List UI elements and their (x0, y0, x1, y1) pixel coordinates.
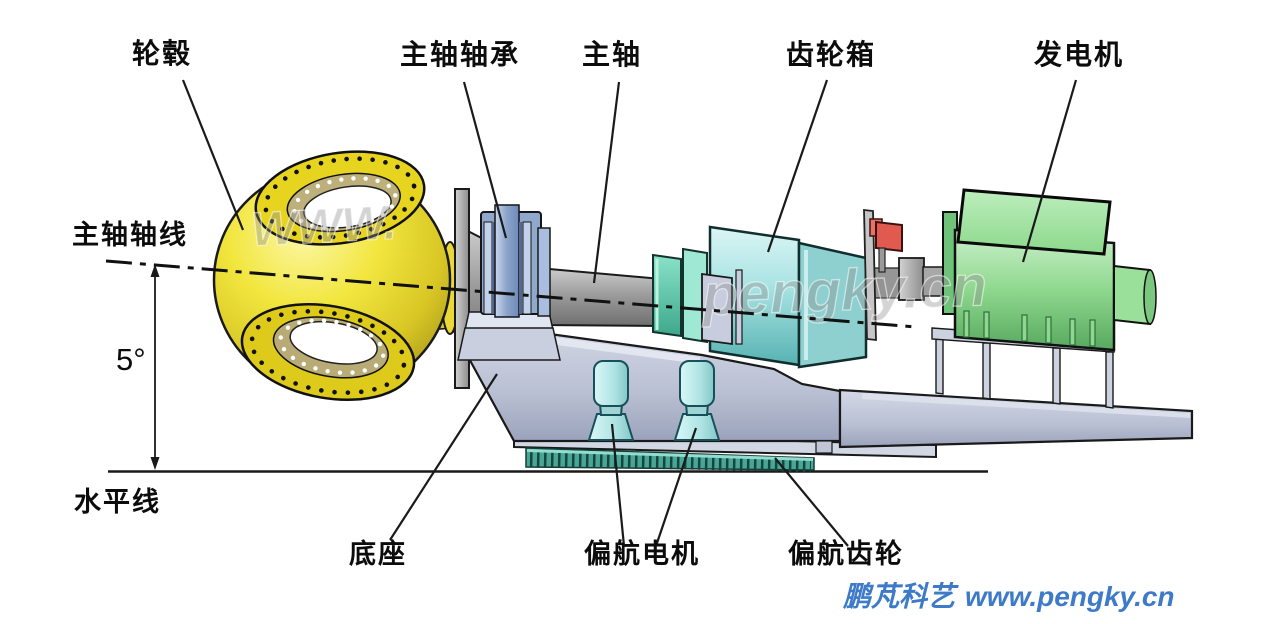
yaw-gear-label: 偏航齿轮 (788, 539, 904, 569)
brake-disc (863, 208, 877, 342)
site-watermark-brand: 鹏芃科艺 (843, 581, 956, 612)
main-shaft-label: 主轴 (582, 39, 643, 70)
leader-lines (181, 79, 1078, 547)
yaw-motor-left-illustration (587, 360, 635, 441)
site-watermark-url: www.pengky.cn (965, 581, 1175, 612)
main-bearing-illustration (457, 204, 561, 361)
gearbox-label: 齿轮箱 (786, 39, 877, 70)
base-label: 底座 (349, 539, 407, 569)
yaw-motor-right-illustration (673, 360, 721, 441)
tilt-angle-label: 5° (116, 342, 146, 377)
main-bearing-label: 主轴轴承 (400, 39, 521, 70)
hub-label: 轮毂 (132, 38, 193, 69)
embedded-watermark-site: pengky.cn (699, 253, 988, 328)
hub-illustration (212, 150, 470, 402)
coupling (898, 257, 925, 301)
yaw-gear-illustration (525, 447, 815, 472)
horizontal-line-label: 水平线 (74, 487, 161, 517)
generator-label: 发电机 (1034, 39, 1125, 70)
angle-measure-arrow (150, 264, 160, 470)
embedded-watermark-www: WWW. (250, 196, 398, 257)
site-watermark: 鹏芃科艺 www.pengky.cn (843, 583, 1175, 611)
hub-top-flange (254, 150, 426, 246)
shaft-axis-line (105, 259, 917, 329)
hub-bottom-flange (240, 302, 416, 402)
shaft-axis-label: 主轴轴线 (72, 220, 188, 250)
brake-caliper-illustration (869, 218, 903, 273)
yaw-motor-label: 偏航电机 (584, 539, 700, 569)
